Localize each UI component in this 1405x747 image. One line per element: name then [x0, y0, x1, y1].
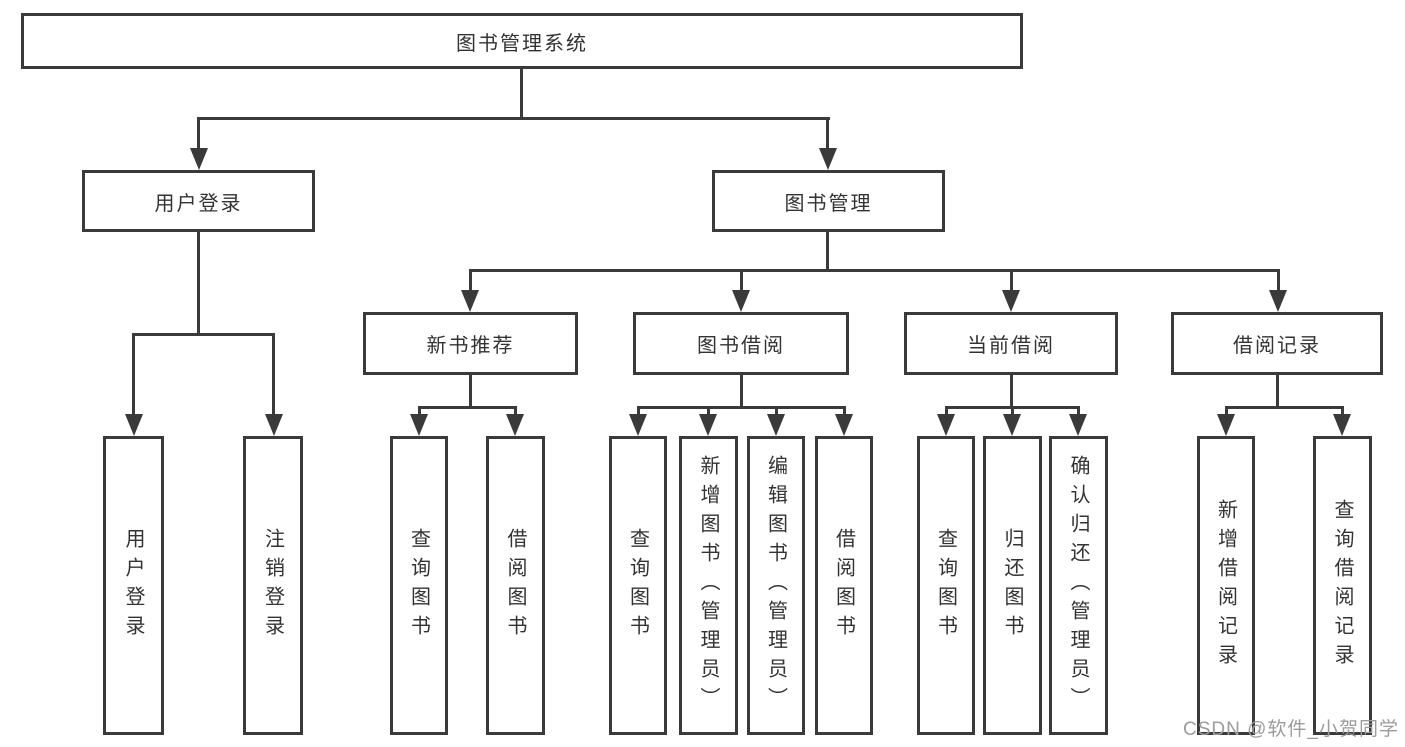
leaf-add-borrow-record: 新增借阅记录 [1197, 436, 1255, 735]
arrow-down-icon [629, 414, 647, 436]
connector [132, 333, 275, 336]
connector [707, 406, 710, 420]
connector [826, 117, 829, 152]
connector [740, 269, 743, 294]
connector [1225, 406, 1344, 409]
arrow-down-icon [1269, 290, 1287, 312]
connector [843, 406, 846, 420]
arrow-down-icon [265, 414, 283, 436]
arrow-down-icon [1217, 414, 1235, 436]
leaf-label: 用户登录 [122, 527, 144, 644]
arrow-down-icon [1069, 414, 1087, 436]
connector [132, 333, 135, 418]
arrow-down-icon [1003, 414, 1021, 436]
leaf-add-books-admin: 新增图书（管理员） [679, 436, 738, 735]
leaf-query-books-recommend: 查询图书 [390, 436, 448, 735]
leaf-label: 借阅图书 [832, 527, 855, 644]
connector [469, 269, 472, 294]
leaf-label: 查询图书 [934, 527, 957, 644]
node-book-borrow: 图书借阅 [633, 312, 849, 375]
leaf-label: 确认归还（管理员） [1067, 455, 1089, 716]
connector [945, 406, 948, 420]
node-new-book-recommend: 新书推荐 [363, 312, 578, 375]
connector [1010, 269, 1013, 294]
connector [514, 406, 517, 420]
connector [740, 375, 743, 408]
connector [1010, 375, 1013, 408]
connector [272, 333, 275, 418]
leaf-label: 查询图书 [626, 527, 649, 644]
node-label: 当前借阅 [967, 335, 1055, 357]
connector [197, 232, 200, 335]
arrow-down-icon [767, 414, 785, 436]
connector [197, 117, 830, 120]
arrow-down-icon [410, 414, 428, 436]
connector [418, 406, 421, 420]
leaf-return-books: 归还图书 [983, 436, 1042, 735]
arrow-down-icon [190, 148, 208, 170]
connector [469, 269, 1280, 272]
leaf-user-login: 用户登录 [103, 436, 164, 735]
arrow-down-icon [1333, 414, 1351, 436]
arrow-down-icon [732, 290, 750, 312]
leaf-label: 新增借阅记录 [1214, 498, 1237, 673]
node-borrow-records: 借阅记录 [1171, 312, 1383, 375]
leaf-borrow-books-recommend: 借阅图书 [486, 436, 545, 735]
leaf-borrow-books: 借阅图书 [815, 436, 873, 735]
leaf-label: 注销登录 [261, 527, 284, 644]
leaf-label: 新增图书（管理员） [697, 455, 719, 716]
leaf-label: 归还图书 [1001, 527, 1023, 644]
node-label: 用户登录 [154, 192, 243, 215]
node-label: 图书借阅 [697, 335, 785, 357]
connector [418, 406, 517, 409]
leaf-label: 借阅图书 [504, 527, 526, 644]
arrow-down-icon [125, 414, 143, 436]
connector [826, 232, 829, 271]
leaf-query-borrow-record: 查询借阅记录 [1313, 436, 1372, 735]
connector [197, 117, 200, 152]
watermark: CSDN @软件_小贺同学 [1183, 719, 1399, 740]
node-user-login: 用户登录 [82, 170, 315, 232]
node-library-system: 图书管理系统 [21, 13, 1023, 69]
connector [1276, 375, 1279, 408]
leaf-confirm-return-admin: 确认归还（管理员） [1049, 436, 1108, 735]
leaf-query-books: 查询图书 [609, 436, 667, 735]
node-current-borrow: 当前借阅 [904, 312, 1118, 375]
leaf-logout: 注销登录 [243, 436, 303, 735]
leaf-label: 查询图书 [407, 527, 430, 644]
arrow-down-icon [937, 414, 955, 436]
arrow-down-icon [1002, 290, 1020, 312]
connector [1341, 406, 1344, 420]
node-label: 图书管理系统 [456, 32, 588, 55]
leaf-query-books-current: 查询图书 [917, 436, 975, 735]
connector [1277, 269, 1280, 294]
arrow-down-icon [461, 290, 479, 312]
connector [775, 406, 778, 420]
leaf-edit-books-admin: 编辑图书（管理员） [747, 436, 805, 735]
connector [469, 375, 472, 408]
connector [1011, 406, 1014, 420]
leaf-label: 编辑图书（管理员） [764, 455, 787, 716]
node-book-management: 图书管理 [712, 170, 945, 232]
connector [1077, 406, 1080, 420]
connector [520, 69, 523, 120]
node-label: 图书管理 [784, 192, 873, 215]
arrow-down-icon [819, 148, 837, 170]
arrow-down-icon [506, 414, 524, 436]
connector [637, 406, 846, 409]
node-label: 新书推荐 [426, 335, 515, 357]
connector [1225, 406, 1228, 420]
node-label: 借阅记录 [1233, 335, 1321, 357]
leaf-label: 查询借阅记录 [1331, 498, 1353, 673]
arrow-down-icon [699, 414, 717, 436]
connector [637, 406, 640, 420]
arrow-down-icon [835, 414, 853, 436]
